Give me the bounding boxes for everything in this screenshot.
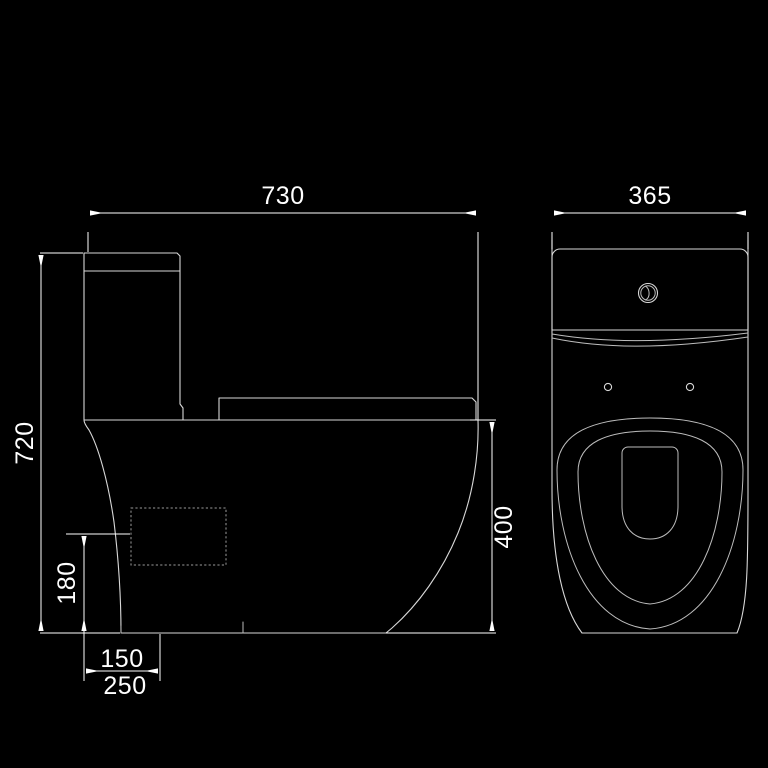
side-view-geometry xyxy=(83,252,479,634)
seat-hinge-hole-right xyxy=(685,382,695,392)
dimension-720: 720 xyxy=(11,252,120,634)
outlet-opening-hidden xyxy=(130,507,227,566)
bowl-opening xyxy=(621,446,679,540)
front-outer-silhouette xyxy=(551,239,749,634)
seat-ring-outer xyxy=(556,417,744,630)
bowl-right-skirt xyxy=(385,419,479,634)
tank-bowl-junction-upper xyxy=(551,332,749,342)
dimension-150-250: 150 250 xyxy=(83,619,161,700)
dimension-180: 180 xyxy=(53,533,130,631)
seat-ring-inner xyxy=(577,430,723,605)
dim-label-720: 720 xyxy=(11,421,39,464)
dim-label-365: 365 xyxy=(628,182,671,210)
dimension-365: 365 xyxy=(551,182,749,249)
flush-button[interactable] xyxy=(637,282,659,304)
seat-lid-outline xyxy=(218,397,477,421)
dimension-730: 730 xyxy=(87,182,479,420)
dim-label-180: 180 xyxy=(53,561,81,604)
flush-button-divider xyxy=(645,285,650,301)
seat-hinge-hole-left xyxy=(603,382,613,392)
cistern-lid-panel xyxy=(551,248,749,331)
dim-label-150: 150 xyxy=(100,645,143,673)
dim-label-400: 400 xyxy=(490,505,518,548)
bowl-left-skirt xyxy=(83,419,122,634)
front-view-geometry xyxy=(551,239,749,634)
dim-label-250: 250 xyxy=(103,672,146,700)
flush-button-inner-ring xyxy=(640,285,656,301)
base-seam-lines xyxy=(120,621,244,634)
tank-bowl-junction-lower xyxy=(551,336,749,347)
dim-label-730: 730 xyxy=(261,182,304,210)
cistern-lid-outline xyxy=(83,252,181,272)
dimension-400: 400 xyxy=(386,419,518,634)
flush-button-outer-ring xyxy=(637,282,659,304)
cistern-body-outline xyxy=(83,270,184,421)
